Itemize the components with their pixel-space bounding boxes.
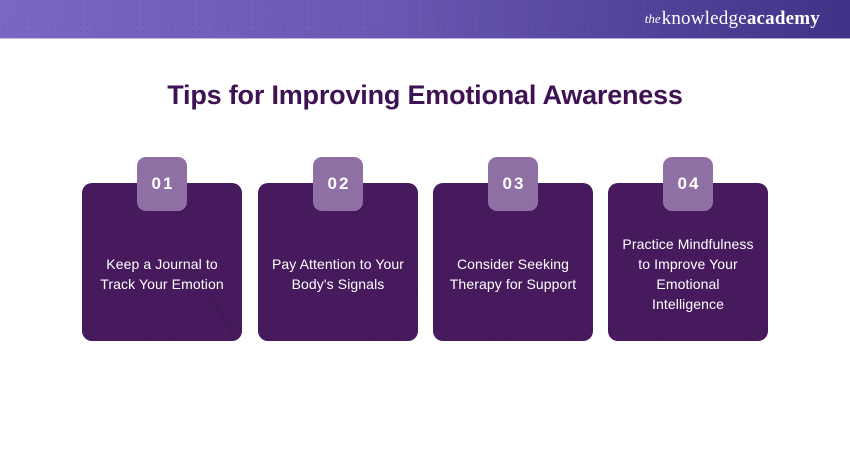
tip-card-1-number-badge: 01 bbox=[137, 157, 187, 211]
tip-card-4-body: Practice Mindfulness to Improve Your Emo… bbox=[608, 183, 768, 341]
tip-card-4-number-badge: 04 bbox=[663, 157, 713, 211]
logo-word-knowledge: knowledge bbox=[661, 8, 747, 29]
tip-card-3-number-badge: 03 bbox=[488, 157, 538, 211]
tip-card-1-text: Keep a Journal to Track Your Emotion bbox=[100, 256, 224, 292]
tip-card-2-text: Pay Attention to Your Body's Signals bbox=[271, 256, 405, 292]
page-title: Tips for Improving Emotional Awareness bbox=[167, 80, 683, 110]
tip-card-1: Keep a Journal to Track Your Emotion 01 bbox=[82, 157, 242, 341]
tip-card-4-text: Practice Mindfulness to Improve Your Emo… bbox=[622, 236, 754, 312]
tip-card-2: Pay Attention to Your Body's Signals 02 bbox=[258, 157, 418, 341]
logo-word-the: the bbox=[644, 11, 661, 26]
tip-card-3-text: Consider Seeking Therapy for Support bbox=[449, 256, 577, 292]
tip-card-4: Practice Mindfulness to Improve Your Emo… bbox=[608, 157, 768, 341]
logo-word-academy: academy bbox=[746, 8, 820, 29]
tip-card-2-number-badge: 02 bbox=[313, 157, 363, 211]
tip-card-3: Consider Seeking Therapy for Support 03 bbox=[433, 157, 593, 341]
